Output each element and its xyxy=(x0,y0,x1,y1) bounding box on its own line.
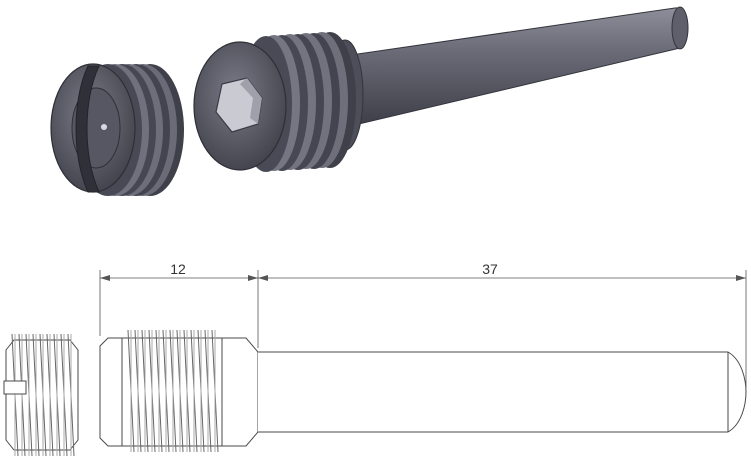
pin-shaft xyxy=(329,7,689,129)
dimension-lines xyxy=(99,270,747,388)
pin-drawing xyxy=(99,329,747,453)
pin-shaft-end xyxy=(671,6,689,50)
pin-shaft-outline xyxy=(258,351,747,433)
dimension-label-pin: 37 xyxy=(482,261,498,277)
threaded-pin-render xyxy=(193,6,689,172)
set-screw-slot-drawing xyxy=(3,380,27,395)
set-screw-thread-lines xyxy=(11,333,75,457)
set-screw-outline xyxy=(5,339,79,451)
set-screw-center-mark xyxy=(101,124,107,130)
pin-thread-lines xyxy=(127,329,219,453)
pin-head-outline xyxy=(99,337,259,447)
dimension-arrows xyxy=(100,275,746,281)
set-screw-drawing xyxy=(3,333,79,457)
dimension-label-thread: 12 xyxy=(170,261,186,277)
hex-socket-shadow xyxy=(240,78,262,124)
set-screw-slot xyxy=(75,65,100,193)
set-screw-render xyxy=(50,63,184,196)
